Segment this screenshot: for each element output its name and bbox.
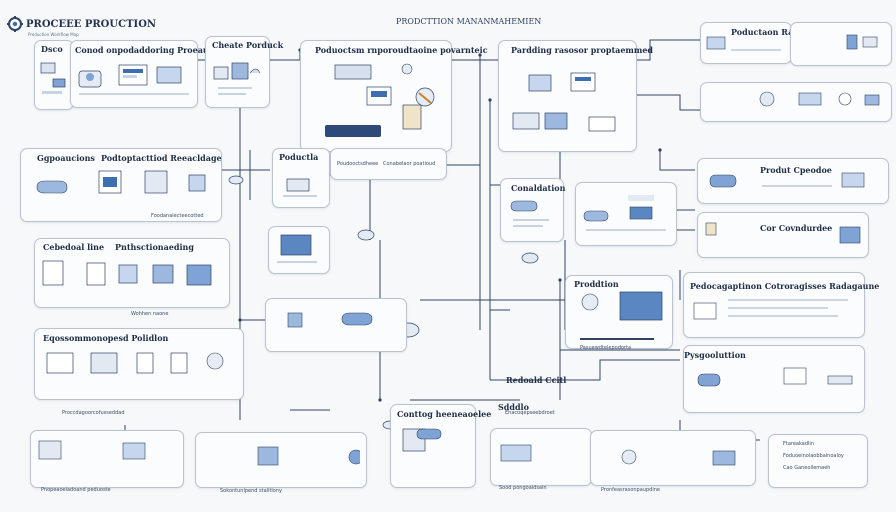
- panel-poductaon-radisn[interactable]: Poductaon Radisn: [700, 22, 812, 64]
- panel-caption: Sokontunlpend stalitiony: [220, 488, 282, 494]
- equipment-icons: [46, 352, 224, 374]
- machine-icon: [283, 178, 317, 197]
- panel-caption: Foduoeinolaobbalnoaloy: [783, 453, 844, 459]
- panel-duso[interactable]: Proddtion: [565, 275, 673, 349]
- monitor-icon: [277, 234, 317, 263]
- panel-title: Poductaon Radisn: [731, 27, 813, 37]
- panel-bottom-3[interactable]: Sood pongoaidsaln: [490, 428, 592, 491]
- brand-block: PROCEEE PROUCTION Production Workflow Ma…: [6, 4, 166, 44]
- panel-title: Produt Cpeodoe: [760, 165, 832, 175]
- brand-name: PROCEEE PROUCTION: [26, 19, 157, 30]
- panel-title: Conttog heeneaoelee: [397, 409, 492, 419]
- panel-title: Poductla: [279, 152, 319, 162]
- population-icons: [697, 367, 853, 387]
- panel-caption: Poudooctsdheee: [337, 161, 379, 167]
- panel-cheate-porduck[interactable]: Cheate Porduck: [205, 36, 283, 108]
- panel-radisn-detail[interactable]: [790, 22, 892, 66]
- process-icons: [36, 170, 206, 194]
- panel-title: Conod onpodaddoring Proeausne: [75, 45, 225, 55]
- control-icons: [402, 428, 442, 452]
- panel-center-hub[interactable]: [575, 182, 677, 246]
- panel-title: Eqossommonopesd Polidlon: [43, 333, 169, 343]
- page-title: PRODCTTION MANANMAHEMIEN: [396, 17, 542, 26]
- panel-caption: Foodanalecteecotted: [151, 213, 204, 219]
- panel-monitoring[interactable]: Poudooctsdheee Conabelaor poatioud: [330, 148, 447, 180]
- panel-bottom-4[interactable]: Pronfeasrasonpaupdine: [590, 430, 756, 493]
- panel-title: Conaldation: [511, 183, 566, 193]
- consolidation-icon: [510, 200, 549, 227]
- tools-icon: [846, 34, 878, 50]
- caption-pasuew: Pasuewdtelepodorta: [580, 345, 632, 351]
- panel-title: Ggpoaucions: [37, 153, 95, 163]
- panel-title: Cor Covndurdee: [760, 223, 833, 233]
- panel-caption: Sood pongoaidsaln: [499, 485, 547, 491]
- assembly-line-icon: [325, 63, 435, 137]
- panel-ggpoaucions[interactable]: Ggpoaucions Podtoptacttiod Reeacldage Fo…: [20, 148, 222, 222]
- panel-dsco[interactable]: Dsco: [34, 40, 74, 110]
- panel-poduoctsm[interactable]: Poduoctsm rnporoudtaoine povarnteic: [300, 40, 488, 152]
- product-icons: [709, 172, 865, 188]
- panel-conod[interactable]: Conod onpodaddoring Proeausne: [70, 40, 224, 108]
- bottom-icons-1: [38, 440, 146, 460]
- caption-ehaco: Ehacoqepseebdroet: [505, 410, 555, 416]
- radar-icons: [706, 36, 781, 51]
- panel-pedocagaptinon[interactable]: Pedocagaptinon Cotroragisses Radagaune: [683, 272, 879, 338]
- bottom-icons-2: [257, 446, 360, 466]
- panel-pysgooluttion[interactable]: Pysgooluttion: [683, 345, 865, 413]
- panel-bottom-1[interactable]: Pnopeaoeiadoand peduoste: [30, 430, 184, 493]
- brand-subtitle: Production Workflow Map: [28, 32, 79, 37]
- panel-cor-covndurdee[interactable]: Cor Covndurdee: [697, 212, 869, 258]
- panel-eqossommonopesd[interactable]: Eqossommonopesd Polidlon: [34, 328, 244, 400]
- dashboard-icon: [580, 291, 663, 340]
- conveyor-icons: [705, 222, 861, 244]
- panel-caption: Conabelaor poatioud: [383, 161, 436, 167]
- panel-title: Poduoctsm rnporoudtaoine povarnteic: [315, 45, 488, 55]
- label-redoald-ccitl: Redoald Ccitl: [506, 375, 567, 385]
- caption-proccd: Proccdagoorcofusseddad: [62, 410, 125, 416]
- panel-title: Proddtion: [574, 279, 619, 289]
- line-icons: [42, 260, 212, 286]
- panel-caption: Ftareakadlin: [783, 441, 814, 447]
- factory-icon: [213, 62, 261, 95]
- panel-bottom-2[interactable]: Sokontunlpend stalitiony: [195, 432, 367, 494]
- bottom-icons-3: [500, 444, 532, 462]
- panel-title: Dsco: [41, 44, 63, 54]
- panel-title: Pysgooluttion: [684, 350, 746, 360]
- pipeline-icons: [287, 312, 373, 328]
- panel-title-secondary: Pnthsctionaeding: [115, 242, 194, 252]
- panel-conttog[interactable]: Conttog heeneaoelee: [390, 404, 491, 488]
- panel-cebedoal-line[interactable]: Cebedoal line Pnthsctionaeding Wohhen na…: [34, 238, 230, 317]
- gear-logo-icon: [7, 16, 23, 32]
- bottom-icons-4: [621, 449, 736, 466]
- hub-icons: [583, 195, 666, 231]
- tools-row-icons: [759, 91, 880, 107]
- panel-title: Pardding rasosor proptaemmed: [511, 45, 654, 55]
- planning-icons: [512, 72, 616, 132]
- panel-caption: Pnopeaoeiadoand peduoste: [41, 487, 111, 493]
- panel-caption: Cao Ganeoilemaeh: [783, 465, 831, 471]
- panel-pardding[interactable]: Pardding rasosor proptaemmed: [498, 40, 653, 152]
- panel-pipeline[interactable]: [265, 298, 407, 352]
- panel-monitor-cloud[interactable]: [268, 226, 330, 274]
- panel-conaldation[interactable]: Conaldation: [500, 178, 566, 242]
- panel-bottom-5[interactable]: Ftareakadlin Foduoeinolaobbalnoaloy Cao …: [768, 434, 868, 488]
- label-sdddlo: Sdddlo: [498, 402, 529, 412]
- panel-title: Pedocagaptinon Cotroragisses Radagaune: [690, 281, 880, 291]
- panel-title: Cheate Porduck: [212, 40, 284, 50]
- panel-tools-row[interactable]: [700, 82, 892, 122]
- chart-icons: [693, 299, 848, 320]
- panel-title: Cebedoal line: [43, 242, 105, 252]
- panel-produt-cpeodoe[interactable]: Produt Cpeodoe: [697, 158, 889, 204]
- panel-caption: Pronfeasrasonpaupdine: [601, 487, 660, 493]
- workstation-icons: [78, 64, 189, 95]
- panel-caption: Wohhen naone: [131, 311, 169, 317]
- panel-title-secondary: Podtoptacttiod Reeacldage: [101, 153, 222, 163]
- panel-poductla[interactable]: Poductla: [272, 148, 330, 208]
- server-icon: [40, 62, 66, 94]
